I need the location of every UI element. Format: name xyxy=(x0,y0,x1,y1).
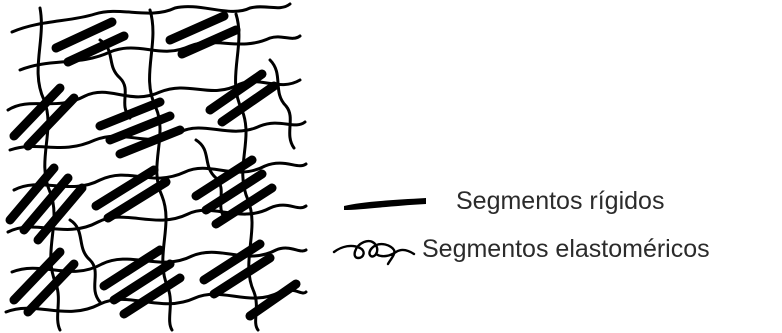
rigid-segment xyxy=(23,93,79,151)
rigid-segment xyxy=(191,155,257,201)
rigid-segment xyxy=(201,169,267,215)
rigid-segment xyxy=(105,111,175,145)
elastomeric-chain xyxy=(234,12,260,332)
thick-bar-icon xyxy=(344,198,426,210)
rigid-segment xyxy=(9,83,65,141)
rigid-segment xyxy=(91,165,159,211)
rigid-segments xyxy=(5,11,301,321)
rigid-segment xyxy=(211,183,277,229)
rigid-segment xyxy=(5,163,59,225)
rigid-segment xyxy=(51,17,117,53)
legend-item-elastomeric: Segmentos elastoméricos xyxy=(330,228,780,270)
rigid-segment xyxy=(177,25,241,59)
rigid-segment xyxy=(199,239,265,285)
rigid-segment xyxy=(245,279,301,321)
rigid-segment xyxy=(115,125,185,159)
rigid-segment xyxy=(109,259,175,305)
rigid-segment xyxy=(63,31,129,67)
rigid-segment xyxy=(209,253,275,299)
rigid-segment xyxy=(165,11,229,45)
legend-label-rigid: Segmentos rígidos xyxy=(456,187,665,215)
elastomeric-chain xyxy=(268,58,296,150)
elastomeric-chain xyxy=(148,8,174,332)
rigid-segment xyxy=(9,247,65,305)
rigid-segment xyxy=(217,81,279,127)
rigid-segment xyxy=(23,259,79,317)
legend: Segmentos rígidos Segmentos elastomérico… xyxy=(330,180,780,280)
elastomeric-chain xyxy=(68,218,102,304)
polymer-morphology-diagram xyxy=(4,2,308,332)
elastomeric-chain xyxy=(10,2,292,34)
legend-item-rigid: Segmentos rígidos xyxy=(330,180,780,222)
elastomeric-chain xyxy=(98,38,132,120)
rigid-segment xyxy=(95,97,165,131)
rigid-segment xyxy=(205,69,267,115)
rigid-segment xyxy=(103,177,171,223)
elastomeric-chain xyxy=(6,203,308,234)
rigid-segment xyxy=(99,245,165,291)
rigid-segment xyxy=(33,183,87,245)
rigid-segment xyxy=(19,173,73,235)
elastomeric-chain xyxy=(36,6,62,332)
rigid-segment xyxy=(119,273,185,319)
legend-label-elastomeric: Segmentos elastoméricos xyxy=(422,235,710,263)
elastomeric-chain xyxy=(12,161,308,192)
coil-icon xyxy=(332,239,416,266)
